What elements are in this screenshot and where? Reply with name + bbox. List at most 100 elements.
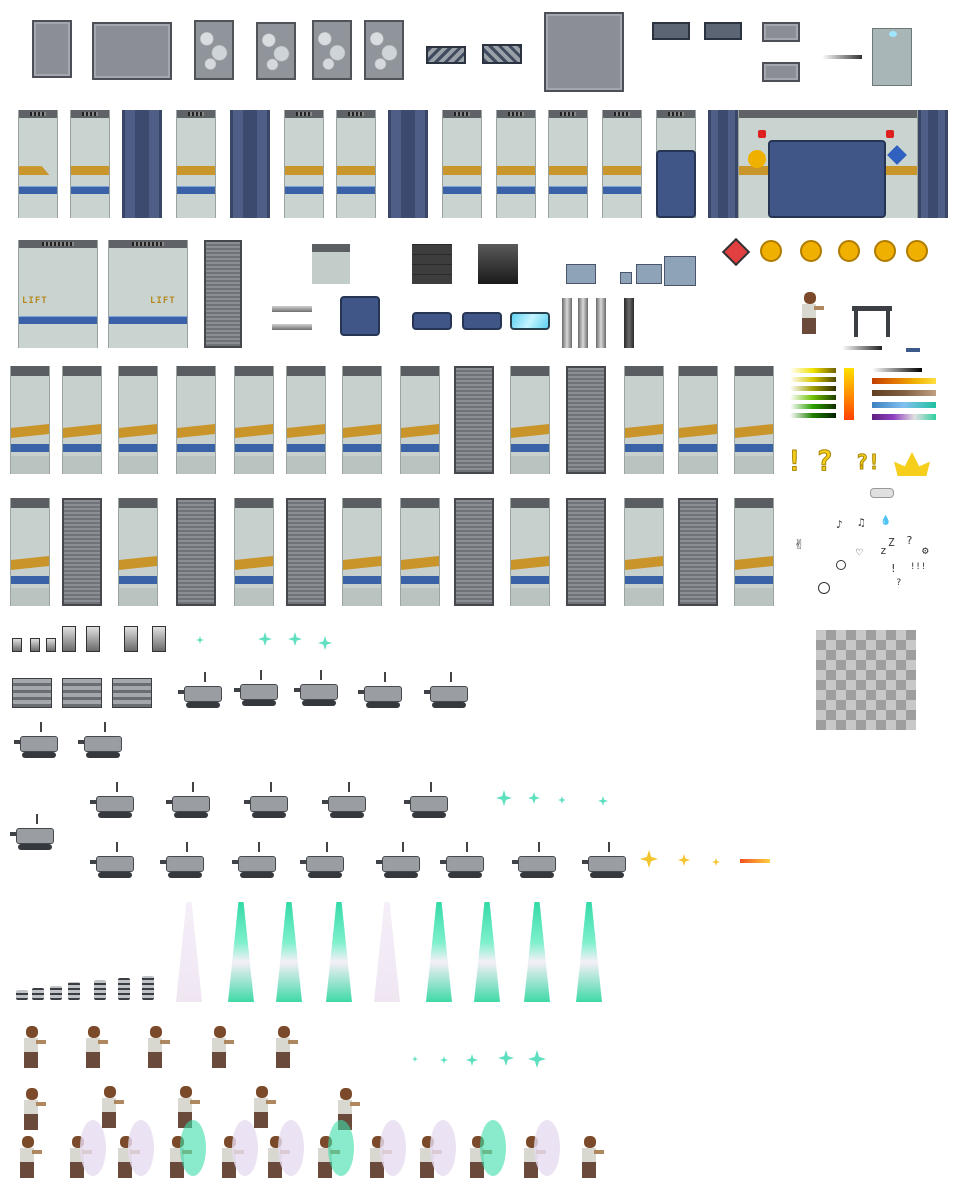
blast-door: [768, 140, 886, 218]
palette-block: [790, 368, 940, 430]
warning-light-icon: [758, 130, 766, 138]
room-wall-r2-12: [678, 498, 718, 606]
turret-shoot-2: [232, 842, 280, 878]
capsule-2: [462, 312, 502, 330]
brick-tile: [412, 244, 452, 284]
beacon-sprite-2: [46, 638, 56, 652]
shield-bubble: [480, 1120, 506, 1176]
metal-panel-wide: [92, 22, 172, 80]
shield-bubble: [430, 1120, 456, 1176]
energy-beam-2: [276, 902, 302, 1002]
room-wall-r1-13: [734, 366, 774, 474]
hero-shoot-4: [270, 1026, 298, 1070]
pillar-2: [230, 110, 270, 218]
canister-sprite-0: [16, 990, 28, 1000]
lift-door-right: [108, 240, 188, 348]
fire-icon: [800, 240, 822, 262]
room-wall-r2-11: [624, 498, 664, 606]
canister-sprite-4: [94, 980, 106, 1000]
cyan-spark-icon: [496, 790, 512, 806]
wall-vent-tile: [312, 244, 350, 284]
shield-bubble: [328, 1120, 354, 1176]
wall-tile-2: [70, 110, 110, 218]
shield-bubble: [128, 1120, 154, 1176]
gold-spark-icon: [678, 854, 690, 866]
gold-spark-icon: [640, 850, 658, 868]
hero-shoot-0: [18, 1026, 46, 1070]
turret-base-0: [12, 678, 52, 708]
gradient-strip: [842, 346, 882, 350]
turret-fire-4: [404, 782, 452, 818]
ring-icon: [836, 560, 846, 570]
room-wall-r1-12: [678, 366, 718, 474]
canister-sprite-3: [68, 982, 80, 1000]
turret-shoot-6: [512, 842, 560, 878]
shield-bubble: [534, 1120, 560, 1176]
wall-tile-1: [18, 110, 58, 218]
turret-fire-2: [244, 782, 292, 818]
charge-spark-icon: [440, 1056, 448, 1064]
energy-beam-7: [524, 902, 550, 1002]
pillar-5: [918, 110, 948, 218]
cyan-spark-icon: [598, 796, 608, 806]
hero-shoot-3: [206, 1026, 234, 1070]
wall-tile-8: [548, 110, 588, 218]
room-wall-r2-2: [118, 498, 158, 606]
lightning-icon: [838, 240, 860, 262]
charge-spark-icon: [528, 1050, 546, 1068]
charge-spark-icon: [412, 1056, 418, 1062]
room-wall-r2-5: [286, 498, 326, 606]
room-wall-r1-6: [342, 366, 382, 474]
cracked-panel-1: [194, 20, 234, 80]
rail-1: [272, 306, 312, 312]
energy-spark-icon: [318, 636, 332, 650]
hero-crouch-0: [18, 1088, 46, 1132]
energy-beam-4: [374, 902, 400, 1002]
pole-2: [578, 298, 588, 348]
door-panel: [656, 150, 696, 218]
cyan-spark-icon: [528, 792, 540, 804]
wall-tile-9: [602, 110, 642, 218]
wall-tile-3: [176, 110, 216, 218]
planet-icon: [818, 582, 830, 594]
alert-burst-icon: [894, 452, 930, 476]
gradient-bar: [822, 55, 862, 59]
beacon-sprite-0: [12, 638, 22, 652]
cracked-panel-4: [364, 20, 404, 80]
blue-strip: [906, 348, 920, 352]
room-wall-r1-3: [176, 366, 216, 474]
small-plate-1: [762, 22, 800, 42]
room-wall-r2-6: [342, 498, 382, 606]
turret-shoot-0: [90, 842, 138, 878]
console-box: [664, 256, 696, 286]
sleep-z-icon: z: [880, 544, 887, 557]
hero-shield-11: [576, 1136, 604, 1180]
pole-3: [596, 298, 606, 348]
room-wall-r2-3: [176, 498, 216, 606]
canister-sprite-5: [118, 978, 130, 1000]
girder-1: [652, 22, 690, 40]
energy-beam-3: [326, 902, 352, 1002]
metal-panel-large: [544, 12, 624, 92]
exclaim-triple-icon: !!!: [910, 562, 927, 572]
sleep-big-z-icon: Z: [888, 536, 895, 549]
lift-door-left: [18, 240, 98, 348]
wall-tile-6: [442, 110, 482, 218]
room-wall-r2-4: [234, 498, 274, 606]
cracked-panel-2: [256, 22, 296, 80]
turret-shoot-7: [582, 842, 630, 878]
alarm-lamp-icon: [748, 150, 766, 168]
turret-sprite-2: [294, 670, 342, 706]
charge-spark-icon: [498, 1050, 514, 1066]
gear-icon: ⚙: [922, 544, 929, 557]
pole-4: [624, 298, 634, 348]
canister-sprite-2: [50, 986, 62, 1000]
beacon-sprite-6: [152, 626, 166, 652]
fire-bolt-icon: [740, 859, 770, 863]
turret-fire-3: [322, 782, 370, 818]
victory-icon: ✌: [794, 534, 804, 553]
music-note-icon: ♪: [836, 518, 843, 531]
beacon-sprite-4: [86, 626, 100, 652]
console-tiny: [620, 272, 632, 284]
room-wall-r1-7: [400, 366, 440, 474]
